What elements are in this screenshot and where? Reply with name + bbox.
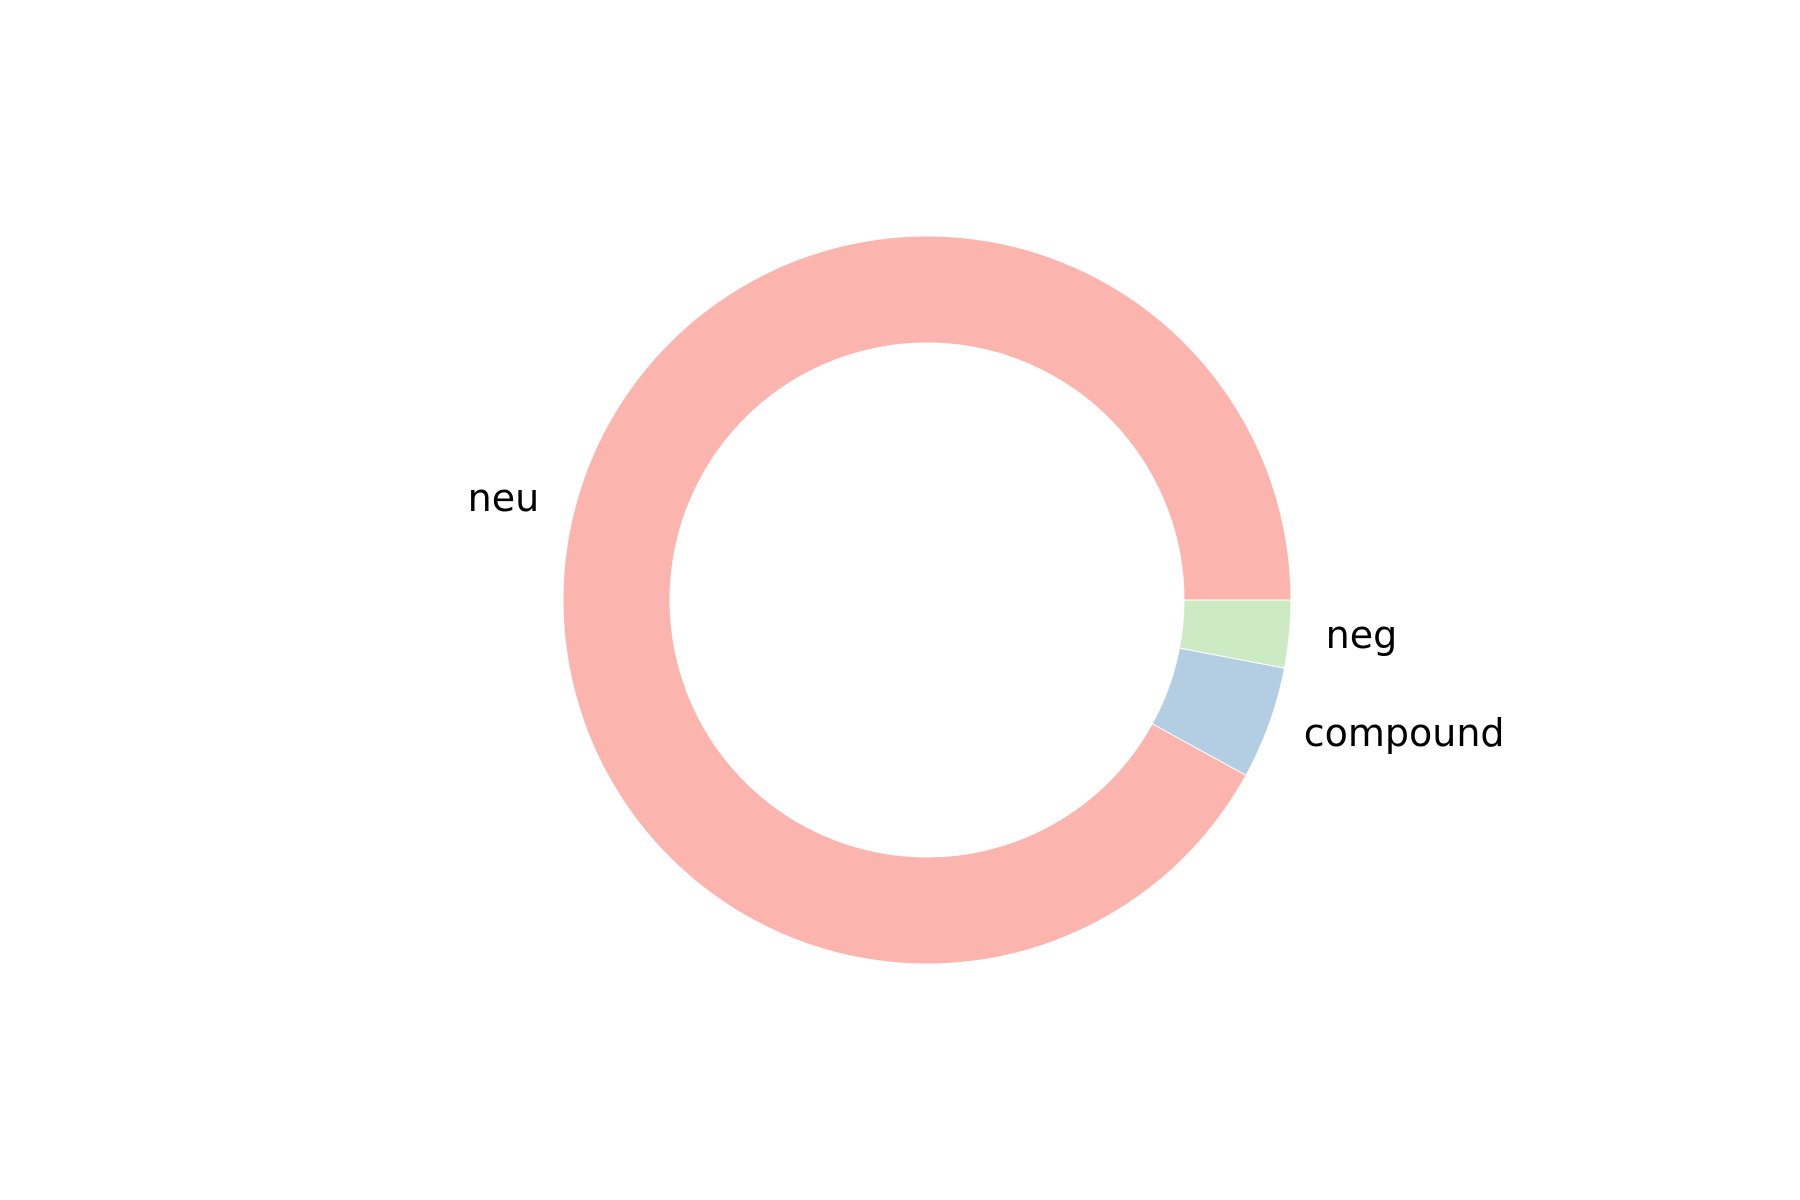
slice-label-neg: neg bbox=[1326, 613, 1398, 657]
donut-slices bbox=[562, 235, 1292, 965]
slice-label-compound: compound bbox=[1304, 711, 1505, 755]
slice-label-neu: neu bbox=[468, 476, 540, 520]
slice-neu bbox=[562, 235, 1292, 965]
slice-labels: neg compound neu bbox=[468, 476, 1505, 755]
